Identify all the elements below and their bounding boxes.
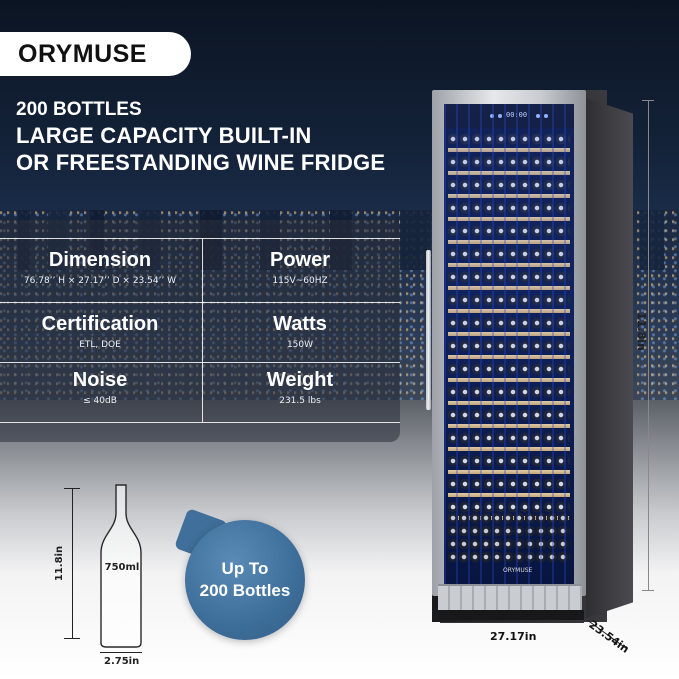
wooden-shelf	[448, 194, 570, 198]
wooden-shelf	[448, 217, 570, 221]
bottle-row	[448, 178, 570, 193]
spec-divider	[0, 302, 400, 303]
spec-title: Weight	[266, 369, 334, 391]
bottle-icon	[100, 484, 142, 648]
bottle-height-label: 11.8in	[54, 545, 66, 582]
fridge-height-line	[648, 100, 649, 590]
brand-pill: ORYMUSE	[0, 32, 191, 76]
fridge-width-line	[440, 622, 584, 623]
wooden-shelf	[448, 378, 570, 382]
spec-title: Watts	[273, 313, 327, 335]
spec-certification: Certification ETL, DOE	[0, 312, 200, 352]
spec-power: Power 115V~60HZ	[200, 248, 400, 288]
bottle-row	[448, 247, 570, 262]
wine-bottle-outline	[98, 483, 144, 649]
headline-line-2: LARGE CAPACITY BUILT-IN	[16, 123, 312, 148]
brand-name: ORYMUSE	[18, 39, 147, 68]
fridge-side-panel	[586, 98, 633, 618]
control-led-icon	[490, 114, 494, 118]
wooden-shelf	[448, 401, 570, 405]
wooden-shelf	[448, 355, 570, 359]
bottle-row	[448, 385, 570, 400]
wooden-shelf	[448, 309, 570, 313]
fridge-glass-door: 00:00	[444, 104, 574, 584]
spec-divider	[0, 362, 400, 363]
spec-value: 76.78’’ H × 27.17’’ D × 23.54’’ W	[23, 276, 177, 286]
headline-line-3: OR FREESTANDING WINE FRIDGE	[16, 150, 386, 175]
bottom-bottle-stack	[448, 512, 570, 564]
control-led-icon	[544, 114, 548, 118]
bottle-row	[448, 431, 570, 446]
spec-title: Certification	[41, 313, 159, 335]
spec-value: 150W	[286, 340, 314, 350]
bottle-volume-label: 750ml	[104, 562, 140, 573]
wooden-shelf	[448, 148, 570, 152]
bottle-height-line	[72, 488, 73, 638]
bottle-row	[448, 362, 570, 377]
spec-divider-vertical	[202, 238, 203, 422]
wooden-shelf	[448, 240, 570, 244]
door-handle	[426, 250, 431, 410]
spec-title: Noise	[72, 369, 128, 391]
badge-line-2: 200 Bottles	[199, 581, 291, 600]
bottle-row	[448, 339, 570, 354]
temperature-display: 00:00	[506, 111, 528, 119]
headline-capacity: 200 BOTTLES	[16, 99, 142, 120]
bottle-row	[448, 316, 570, 331]
bottle-width-line	[100, 652, 142, 653]
control-led-icon	[536, 114, 540, 118]
spec-title: Power	[269, 249, 331, 271]
bottle-height-cap-bottom	[64, 638, 80, 639]
spec-dimension: Dimension 76.78’’ H × 27.17’’ D × 23.54’…	[0, 248, 200, 288]
fridge-width-label: 27.17in	[490, 630, 537, 643]
badge-line-1: Up To	[221, 559, 269, 578]
spec-value: 115V~60HZ	[272, 276, 328, 286]
spec-value: 231.5 lbs	[279, 396, 321, 406]
wooden-shelf	[448, 493, 570, 497]
spec-divider	[0, 238, 400, 239]
spec-weight: Weight 231.5 lbs	[200, 368, 400, 408]
spec-divider	[0, 422, 400, 423]
control-led-icon	[498, 114, 502, 118]
bottle-row	[448, 408, 570, 423]
wooden-shelf	[448, 447, 570, 451]
bottle-row	[448, 155, 570, 170]
wooden-shelf	[448, 424, 570, 428]
bottle-height-cap-top	[64, 488, 80, 489]
spec-title: Dimension	[48, 249, 152, 271]
spec-table: Dimension 76.78’’ H × 27.17’’ D × 23.54’…	[0, 220, 400, 442]
door-logo: ORYMUSE	[503, 567, 533, 574]
spec-value: ≤ 40dB	[83, 396, 117, 406]
wooden-shelf	[448, 332, 570, 336]
headline: 200 BOTTLES LARGE CAPACITY BUILT-IN OR F…	[16, 98, 385, 176]
spec-watts: Watts 150W	[200, 312, 400, 352]
fridge-vent-grille	[438, 584, 582, 610]
bottle-row	[448, 293, 570, 308]
wooden-shelf	[448, 470, 570, 474]
spec-value: ETL, DOE	[79, 340, 121, 350]
wooden-shelf	[448, 171, 570, 175]
fridge-height-label: 11.8in	[634, 312, 648, 351]
bottle-row	[448, 132, 570, 147]
bottle-row	[448, 270, 570, 285]
control-panel: 00:00	[444, 104, 574, 128]
bottle-row	[448, 201, 570, 216]
fridge-height-cap-bottom	[642, 590, 654, 591]
bottle-row	[448, 454, 570, 469]
fridge-height-cap-top	[642, 100, 654, 101]
capacity-badge: Up To 200 Bottles	[185, 520, 305, 640]
bottle-width-label: 2.75in	[104, 656, 140, 667]
spec-noise: Noise ≤ 40dB	[0, 368, 200, 408]
wooden-shelf	[448, 263, 570, 267]
fridge-kickplate	[438, 610, 584, 620]
bottle-row	[448, 477, 570, 492]
bottle-row	[448, 500, 570, 515]
bottle-row	[448, 224, 570, 239]
wooden-shelf	[448, 286, 570, 290]
